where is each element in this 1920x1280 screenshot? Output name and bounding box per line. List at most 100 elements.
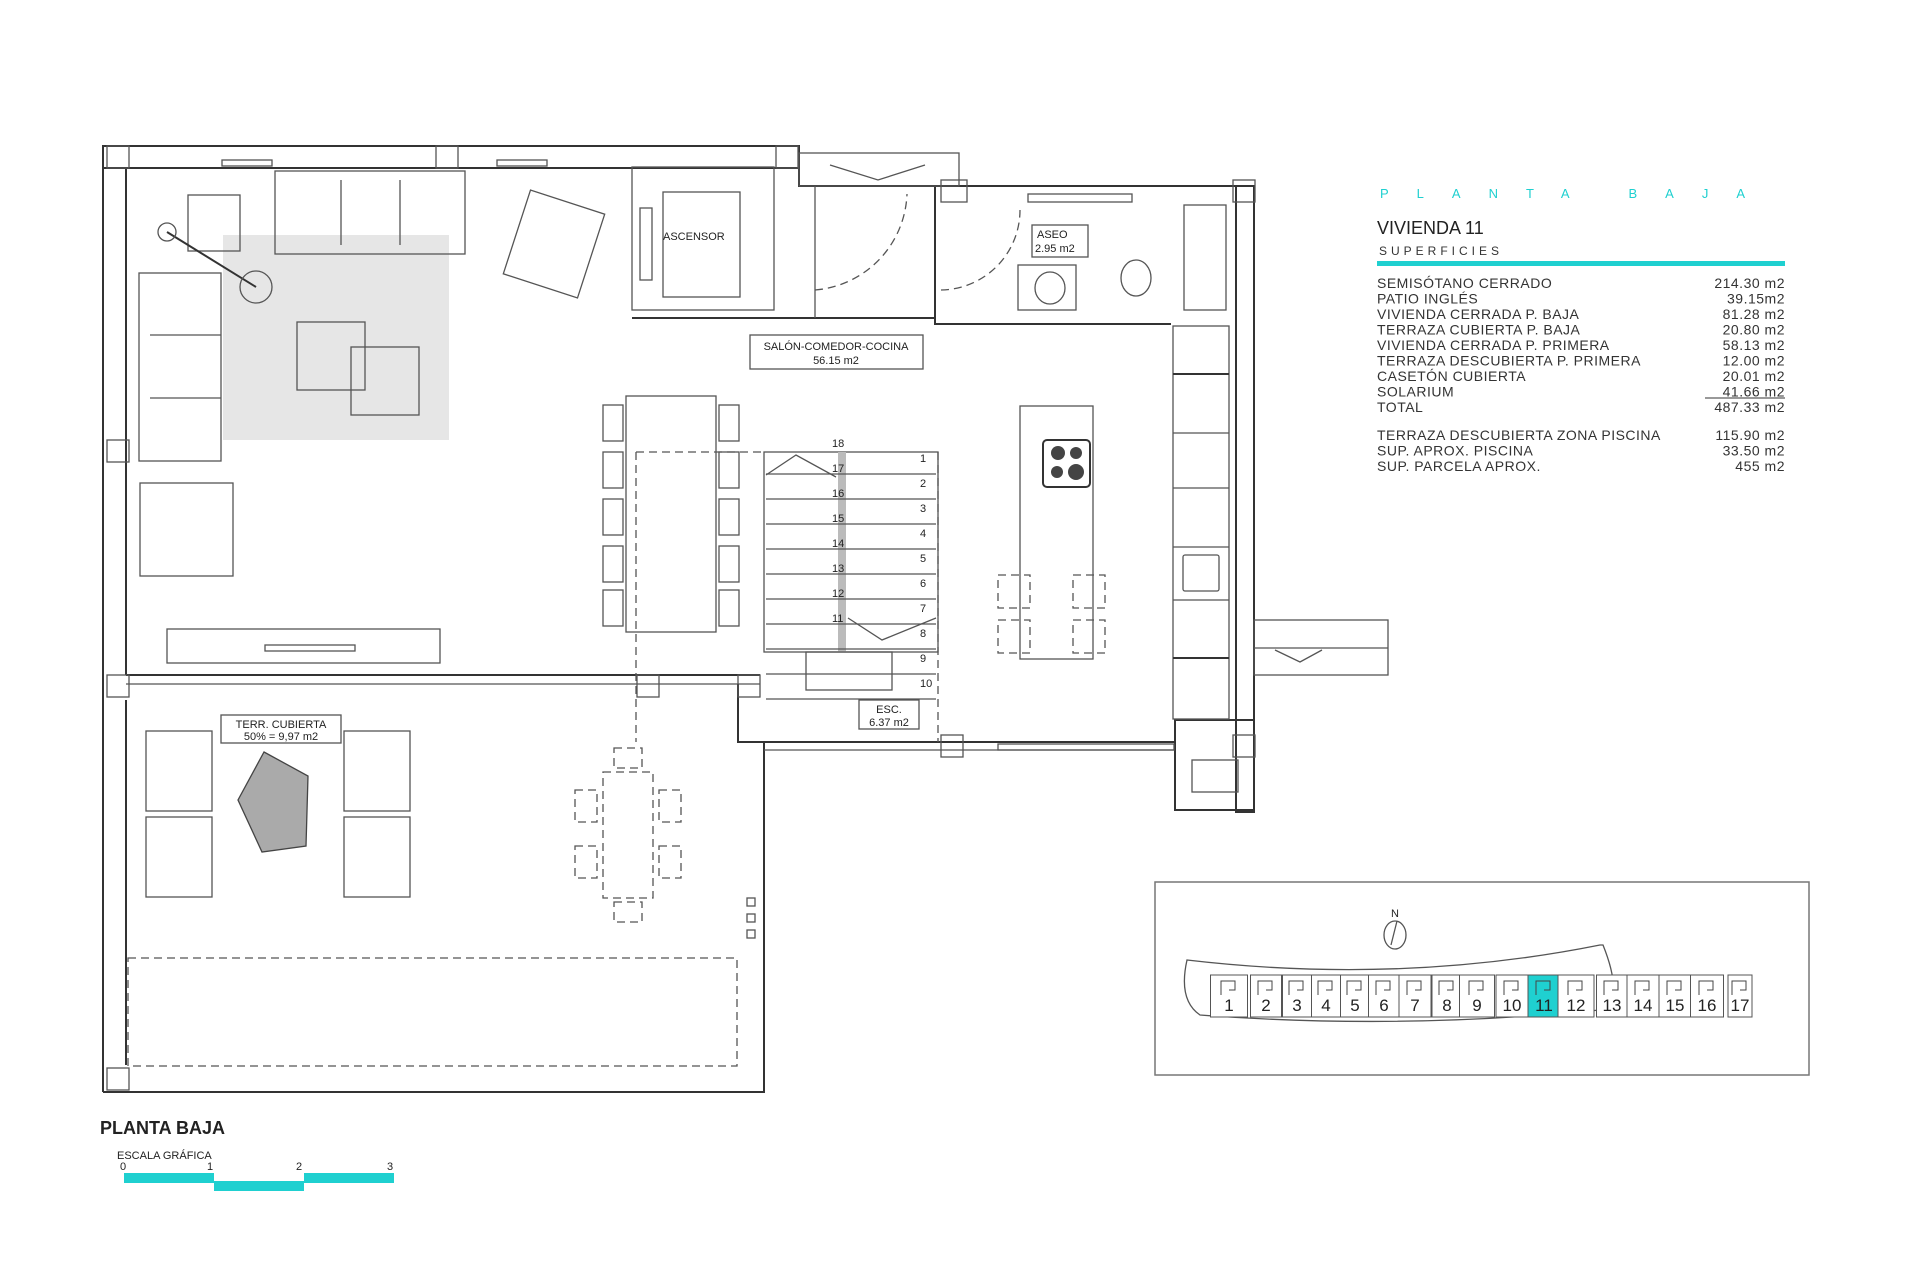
summary-extra-label: SUP. APROX. PISCINA — [1377, 443, 1533, 459]
stair-step-number: 13 — [832, 563, 844, 575]
plan-title: PLANTA BAJA — [100, 1118, 225, 1138]
summary-row-label: SEMISÓTANO CERRADO — [1377, 275, 1552, 291]
stair-step-number: 7 — [920, 603, 926, 615]
room-label-ascensor: ASCENSOR — [663, 231, 725, 243]
room-label-aseo: ASEO — [1037, 229, 1068, 241]
stair-step-number: 6 — [920, 578, 926, 590]
accent-bar — [1377, 261, 1785, 266]
room-label-terraza: TERR. CUBIERTA — [236, 719, 327, 731]
site-unit-2: 2 — [1250, 974, 1282, 1018]
site-unit-3: 3 — [1282, 974, 1312, 1018]
stair-step-number: 17 — [832, 463, 844, 475]
stair-step-number: 2 — [920, 478, 926, 490]
site-unit-13: 13 — [1596, 974, 1628, 1018]
site-unit-7: 7 — [1398, 974, 1432, 1018]
site-unit-number: 12 — [1567, 996, 1586, 1015]
room-label-esc: ESC. — [876, 704, 902, 716]
scale-bar: 0 1 2 3 — [120, 1161, 394, 1191]
summary-row-value: 20.80 m2 — [1723, 322, 1785, 338]
stair-step-number: 8 — [920, 628, 926, 640]
stair-step-number: 1 — [920, 453, 926, 465]
site-unit-number: 4 — [1321, 996, 1330, 1015]
surface-summary: PLANTA BAJA VIVIENDA 11 SUPERFICIES SEMI… — [1377, 186, 1785, 474]
living-room-furniture — [138, 170, 606, 664]
summary-row-value: 12.00 m2 — [1723, 353, 1785, 369]
stair-step-number: 9 — [920, 653, 926, 665]
site-unit-number: 7 — [1410, 996, 1419, 1015]
unit-title: VIVIENDA 11 — [1377, 218, 1484, 238]
summary-row-label: SOLARIUM — [1377, 384, 1454, 400]
summary-heading: PLANTA BAJA — [1380, 186, 1773, 201]
summary-row-label: VIVIENDA CERRADA P. PRIMERA — [1377, 337, 1610, 353]
site-unit-1: 1 — [1210, 974, 1248, 1018]
summary-extra-label: TERRAZA DESCUBIERTA ZONA PISCINA — [1377, 427, 1661, 443]
walls — [102, 145, 1256, 1093]
dining-table — [602, 395, 764, 742]
room-area-esc: 6.37 m2 — [869, 717, 909, 729]
room-area-terraza: 50% = 9,97 m2 — [244, 731, 318, 743]
site-unit-number: 11 — [1535, 996, 1553, 1015]
summary-row-label: TERRAZA DESCUBIERTA P. PRIMERA — [1377, 353, 1641, 369]
site-unit-12: 12 — [1557, 974, 1595, 1018]
scale-tick-3: 3 — [387, 1161, 393, 1173]
site-unit-number: 15 — [1666, 996, 1685, 1015]
summary-row-label: CASETÓN CUBIERTA — [1377, 368, 1526, 384]
site-unit-16: 16 — [1690, 974, 1724, 1018]
site-unit-9: 9 — [1459, 974, 1495, 1018]
stair-step-number: 11 — [832, 613, 843, 625]
site-unit-5: 5 — [1340, 974, 1370, 1018]
summary-extra-value: 455 m2 — [1735, 458, 1785, 474]
north-label: N — [1391, 908, 1399, 920]
elevator: ASCENSOR — [631, 166, 775, 311]
summary-row-value: 41.66 m2 — [1723, 384, 1785, 400]
site-unit-number: 17 — [1731, 996, 1750, 1015]
site-unit-number: 14 — [1634, 996, 1653, 1015]
site-unit-11: 11 — [1527, 974, 1561, 1018]
covered-terrace: TERR. CUBIERTA 50% = 9,97 m2 — [127, 714, 756, 1067]
stair-step-number: 10 — [920, 678, 932, 690]
site-unit-6: 6 — [1368, 974, 1400, 1018]
aseo-room: ASEO 2.95 m2 — [1017, 204, 1227, 311]
scale-tick-1: 1 — [207, 1161, 213, 1173]
stair-step-number: 3 — [920, 503, 926, 515]
site-unit-8: 8 — [1431, 974, 1463, 1018]
stair-step-number: 12 — [832, 588, 844, 600]
site-unit-number: 13 — [1603, 996, 1622, 1015]
site-unit-number: 8 — [1442, 996, 1451, 1015]
site-unit-17: 17 — [1727, 974, 1753, 1018]
summary-row-label: TERRAZA CUBIERTA P. BAJA — [1377, 322, 1581, 338]
summary-row-value: 20.01 m2 — [1723, 368, 1785, 384]
site-unit-15: 15 — [1658, 974, 1692, 1018]
summary-row-label: PATIO INGLÉS — [1377, 291, 1478, 307]
site-unit-number: 2 — [1261, 996, 1270, 1015]
scale-label: ESCALA GRÁFICA — [117, 1149, 212, 1162]
summary-extra-value: 115.90 m2 — [1715, 427, 1785, 443]
aseo-door-swing — [940, 209, 1021, 291]
site-unit-10: 10 — [1495, 974, 1529, 1018]
summary-row-value: 39.15m2 — [1727, 291, 1785, 307]
site-unit-number: 10 — [1503, 996, 1522, 1015]
site-unit-number: 3 — [1292, 996, 1301, 1015]
stair-step-number: 15 — [832, 513, 844, 525]
room-label-salon: SALÓN-COMEDOR-COCINA — [764, 340, 910, 353]
entry-door-swing — [814, 193, 908, 291]
room-area-aseo: 2.95 m2 — [1035, 243, 1075, 255]
site-unit-number: 16 — [1698, 996, 1717, 1015]
stair-step-number: 18 — [832, 438, 844, 450]
summary-row-label: VIVIENDA CERRADA P. BAJA — [1377, 306, 1580, 322]
summary-row-value: 487.33 m2 — [1714, 399, 1785, 415]
summary-subheading: SUPERFICIES — [1379, 244, 1503, 258]
room-area-salon: 56.15 m2 — [813, 355, 859, 367]
site-unit-14: 14 — [1626, 974, 1660, 1018]
summary-row-value: 58.13 m2 — [1723, 337, 1785, 353]
site-unit-number: 9 — [1472, 996, 1481, 1015]
summary-row-label: TOTAL — [1377, 399, 1423, 415]
site-unit-4: 4 — [1311, 974, 1341, 1018]
stair-step-number: 4 — [920, 528, 926, 540]
site-unit-number: 5 — [1350, 996, 1359, 1015]
summary-row-value: 214.30 m2 — [1714, 275, 1785, 291]
site-unit-number: 1 — [1224, 996, 1233, 1015]
